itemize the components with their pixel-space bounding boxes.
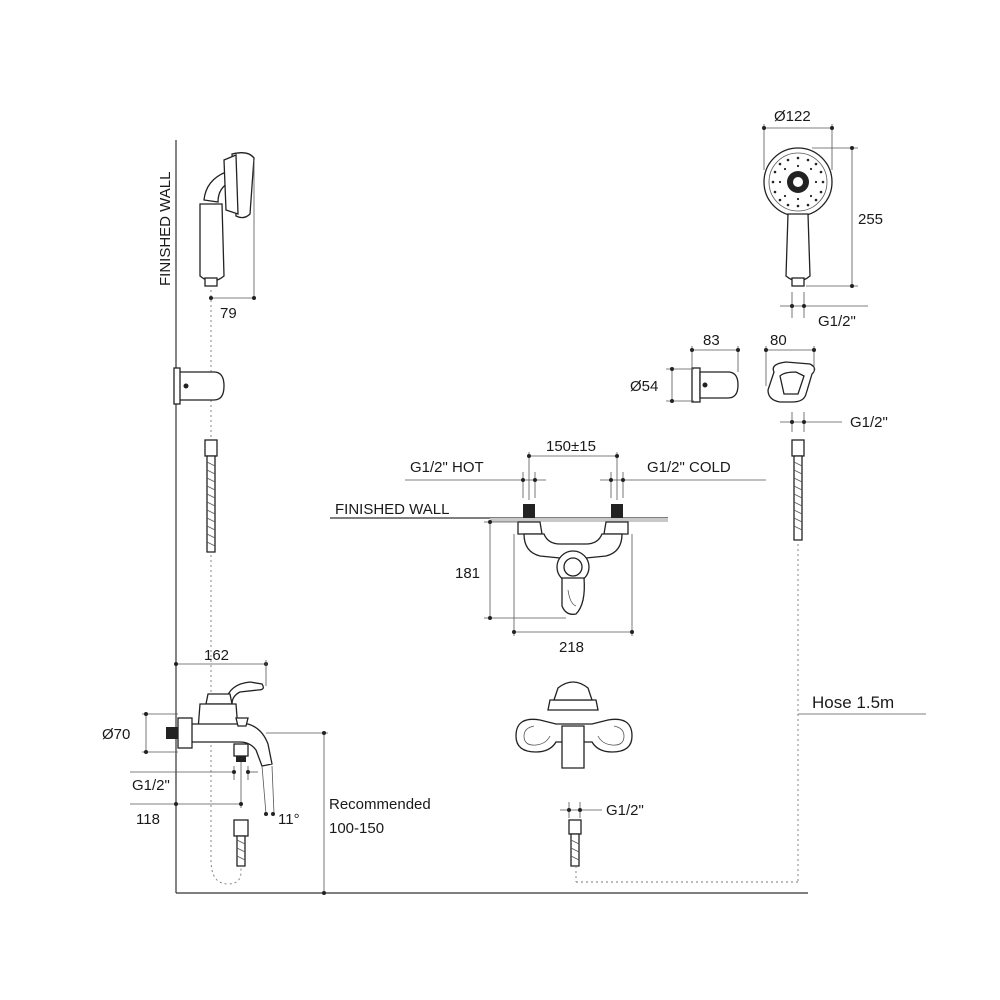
bottom-left-hose [233,819,249,867]
dim-80-label: 80 [770,332,787,349]
center-mixer-top-view [515,681,633,769]
dim-218-label: 218 [559,639,584,656]
dim-181 [484,520,566,620]
g12-holder-dim [780,412,842,432]
dim-122 [762,124,834,170]
spray-holes [771,156,825,208]
g12-bottom-dim [560,802,602,818]
left-wall-bracket [173,367,225,405]
dim-162-tick-left [174,662,178,666]
dim-54-label: Ø54 [630,378,658,395]
wall-shade [490,518,668,522]
dim-122-label: Ø122 [774,108,811,125]
dim-79 [209,160,256,300]
right-hose [576,439,805,883]
dim-83 [690,346,740,372]
dim-255-label: 255 [858,211,883,228]
dim-118 [130,762,243,808]
dim-255 [806,146,858,288]
left-hose [204,439,218,553]
dim-118-label: 118 [136,811,160,828]
left-wall-and-floor [175,140,808,894]
wall-outlet-side-view [691,367,739,403]
recommended-label-2: 100-150 [329,820,384,837]
hand-shower-front-view [763,147,833,287]
g12-hand-label: G1/2" [818,313,856,330]
center-mixer-front-view [517,504,629,615]
angle-11-dim [261,765,275,816]
finished-wall-horizontal-label: FINISHED WALL [335,501,449,518]
finished-wall-vertical-label: FINISHED WALL [157,172,174,286]
g12-holder-label: G1/2" [850,414,888,431]
dim-79-label: 79 [220,305,237,322]
dim-83-label: 83 [703,332,720,349]
hot-label: G1/2" HOT [410,459,484,476]
dim-181-label: 181 [455,565,480,582]
bath-mixer-side-view [166,681,273,885]
dim-150-label: 150±15 [546,438,596,455]
cold-inlet-dim [600,472,766,498]
dim-218 [512,534,634,636]
g12-hand-dim [780,292,868,318]
dim-162-label: 162 [204,647,229,664]
g12-spout-label: G1/2" [132,777,170,794]
bottom-center-hose [568,819,582,882]
dim-54 [666,367,694,403]
hose-label: Hose 1.5m [812,693,894,712]
recommended-label-1: Recommended [329,796,431,813]
dim-150 [527,452,619,500]
cold-label: G1/2" COLD [647,459,731,476]
g12-bottom-label: G1/2" [606,802,644,819]
dim-70 [142,712,178,754]
dim-70-label: Ø70 [102,726,130,743]
dim-80 [764,346,816,386]
recommended-dim [266,731,328,895]
hot-inlet-dim [405,472,546,498]
shower-holder [767,361,816,403]
angle-11-label: 11° [278,811,300,828]
g12-spout-dim [130,766,258,780]
